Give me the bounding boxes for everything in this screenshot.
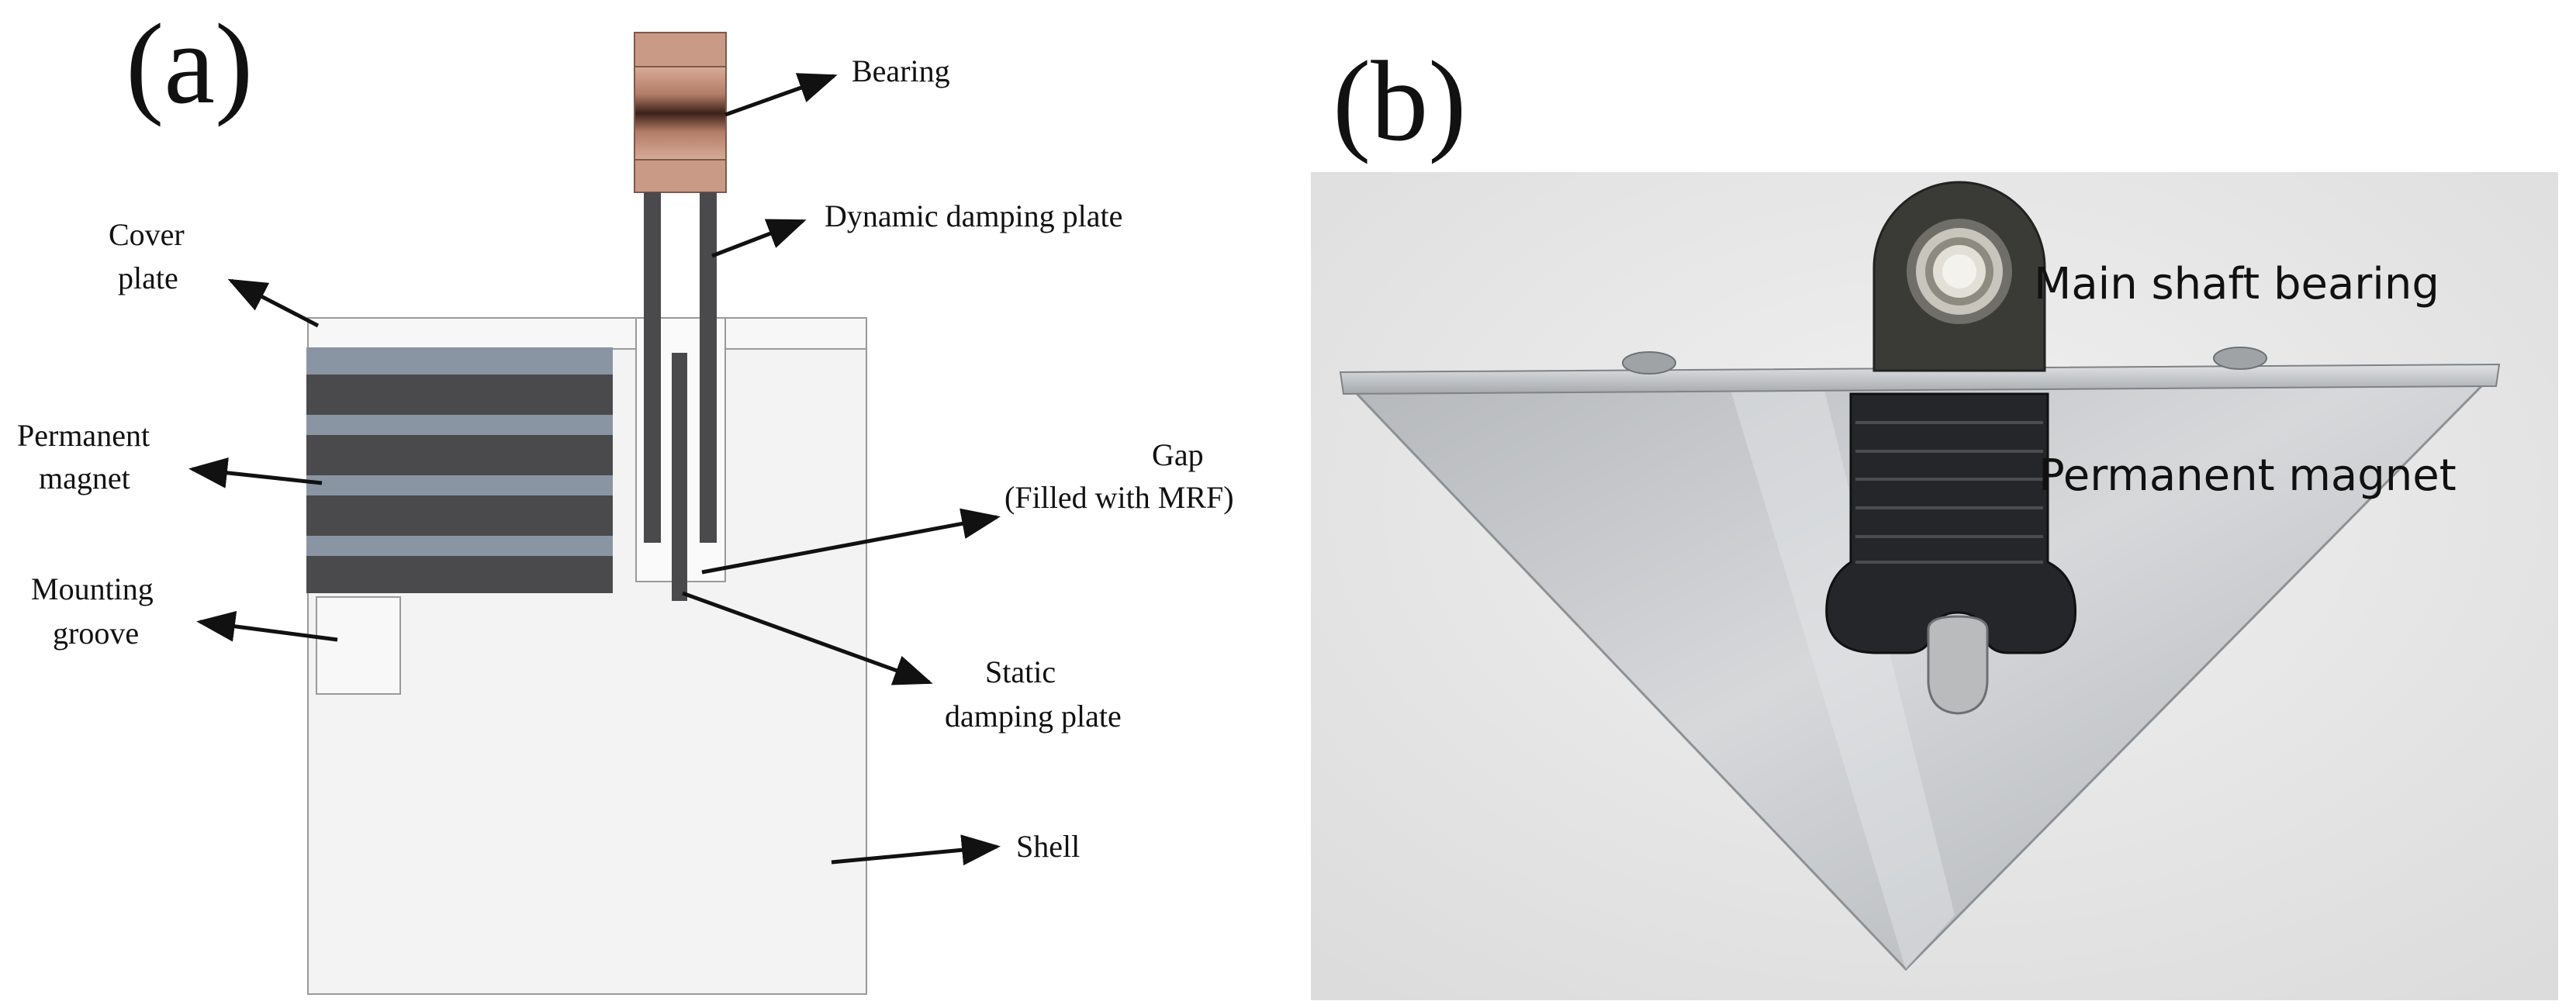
label-gap-line1: Gap: [1152, 437, 1204, 472]
bolt-head-left: [1622, 351, 1676, 375]
label-shell: Shell: [1016, 829, 1080, 864]
label-gap-line2: (Filled with MRF): [1004, 480, 1234, 515]
label-main-shaft-bearing: Main shaft bearing: [2034, 259, 2439, 309]
label-cover-plate-line1: Cover: [109, 217, 185, 252]
bolt-head-right: [2213, 347, 2267, 370]
main-shaft-bearing: [1872, 181, 2046, 372]
cover-plate: [307, 317, 867, 350]
lower-slot: [1927, 615, 1989, 715]
label-mounting-groove-line2: groove: [53, 616, 139, 651]
static-damping-plate: [672, 353, 687, 601]
label-dynamic-damping-plate: Dynamic damping plate: [825, 198, 1122, 233]
label-permanent-magnet-b: Permanent magnet: [2038, 450, 2457, 501]
label-static-damping-plate-line2: damping plate: [945, 699, 1122, 734]
panel-b: (b): [1311, 38, 2558, 1000]
magnet-cavity: [1825, 392, 2077, 654]
panel-a-letter: (a): [126, 1, 253, 128]
permanent-magnet-stack: [306, 347, 613, 593]
label-static-damping-plate-line1: Static: [985, 654, 1056, 689]
panel-b-letter: (b): [1333, 38, 1467, 165]
dynamic-damping-plate-right: [700, 192, 717, 543]
label-mounting-groove-line1: Mounting: [31, 571, 154, 606]
panel-a: (a): [17, 1, 1234, 995]
mounting-groove: [316, 596, 401, 695]
panel-a-arrows: [188, 73, 1001, 866]
bearing: [634, 32, 727, 193]
label-bearing: Bearing: [852, 54, 950, 88]
permanent-magnet-stripes: [1855, 421, 2043, 564]
label-cover-plate-line2: plate: [118, 261, 178, 295]
top-plate: [1339, 363, 2501, 395]
label-permanent-magnet-line2: magnet: [39, 461, 130, 495]
label-permanent-magnet-line1: Permanent: [17, 418, 150, 453]
dynamic-damping-plate-left: [644, 192, 661, 543]
